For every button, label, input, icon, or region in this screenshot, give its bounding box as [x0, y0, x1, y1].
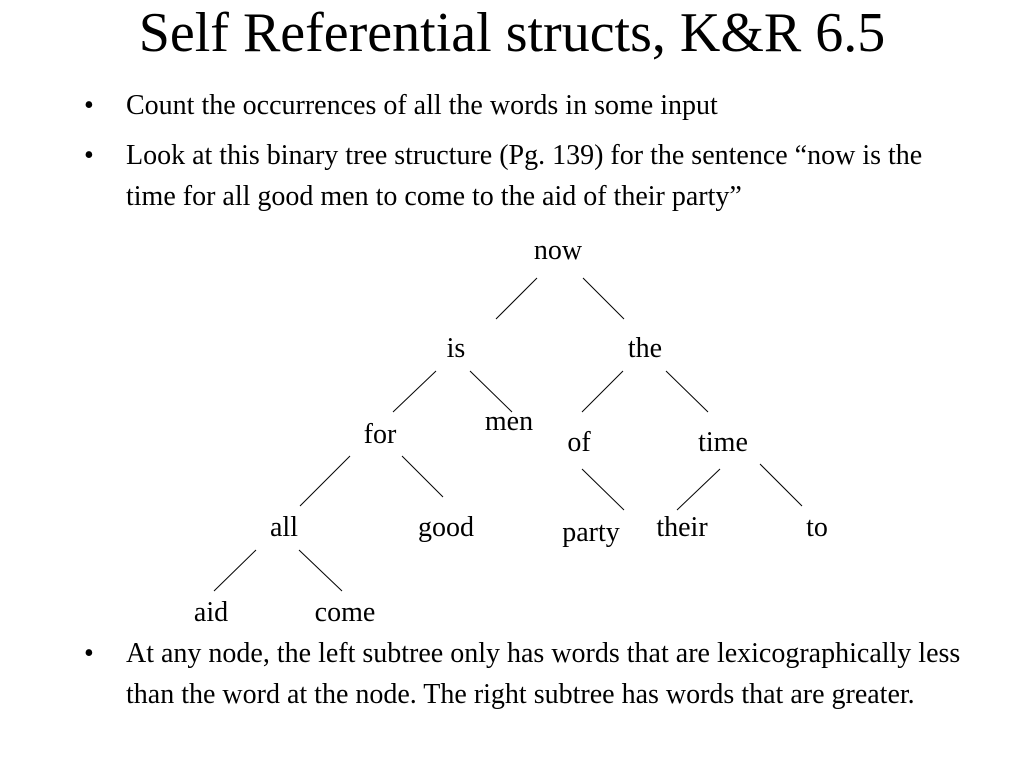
tree-edge-is-for — [392, 370, 437, 413]
tree-node-good: good — [418, 512, 474, 543]
tree-edge-the-of — [581, 370, 624, 413]
bullet-text: At any node, the left subtree only has w… — [126, 638, 961, 710]
tree-node-the: the — [628, 333, 662, 364]
tree-node-men: men — [485, 406, 533, 437]
tree-node-party: party — [562, 517, 620, 548]
tree-node-come: come — [315, 597, 376, 628]
tree-node-is: is — [447, 333, 466, 364]
bullet-item: • Look at this binary tree structure (Pg… — [84, 135, 964, 217]
tree-node-aid: aid — [194, 597, 228, 628]
tree-node-time: time — [698, 427, 748, 458]
tree-node-all: all — [270, 512, 298, 543]
tree-edge-is-men — [469, 370, 513, 413]
tree-node-now: now — [534, 235, 583, 266]
tree-node-to: to — [806, 512, 828, 543]
bullet-dot: • — [84, 638, 94, 669]
bullet-text: Look at this binary tree structure (Pg. … — [126, 140, 923, 212]
tree-node-for: for — [364, 419, 397, 450]
tree-edge-time-to — [759, 463, 803, 507]
slide-title: Self Referential structs, K&R 6.5 — [138, 2, 886, 64]
tree-edge-time-their — [676, 468, 721, 511]
tree-edge-all-aid — [213, 549, 257, 592]
tree-edge-for-all — [299, 455, 351, 507]
bullet-text: Count the occurrences of all the words i… — [126, 90, 718, 121]
tree-edge-of-party — [581, 468, 625, 511]
tree-edge-now-the — [582, 277, 625, 320]
tree-edge-for-good — [401, 455, 444, 498]
bullet-item: • Count the occurrences of all the words… — [84, 85, 964, 126]
tree-edge-now-is — [495, 277, 538, 320]
bullet-dot: • — [84, 140, 94, 171]
tree-edge-the-time — [665, 370, 709, 413]
tree-node-of: of — [567, 427, 591, 458]
tree-node-their: their — [656, 512, 708, 543]
bullet-item: • At any node, the left subtree only has… — [84, 633, 964, 715]
tree-edge-all-come — [298, 549, 343, 592]
bullet-dot: • — [84, 90, 94, 121]
